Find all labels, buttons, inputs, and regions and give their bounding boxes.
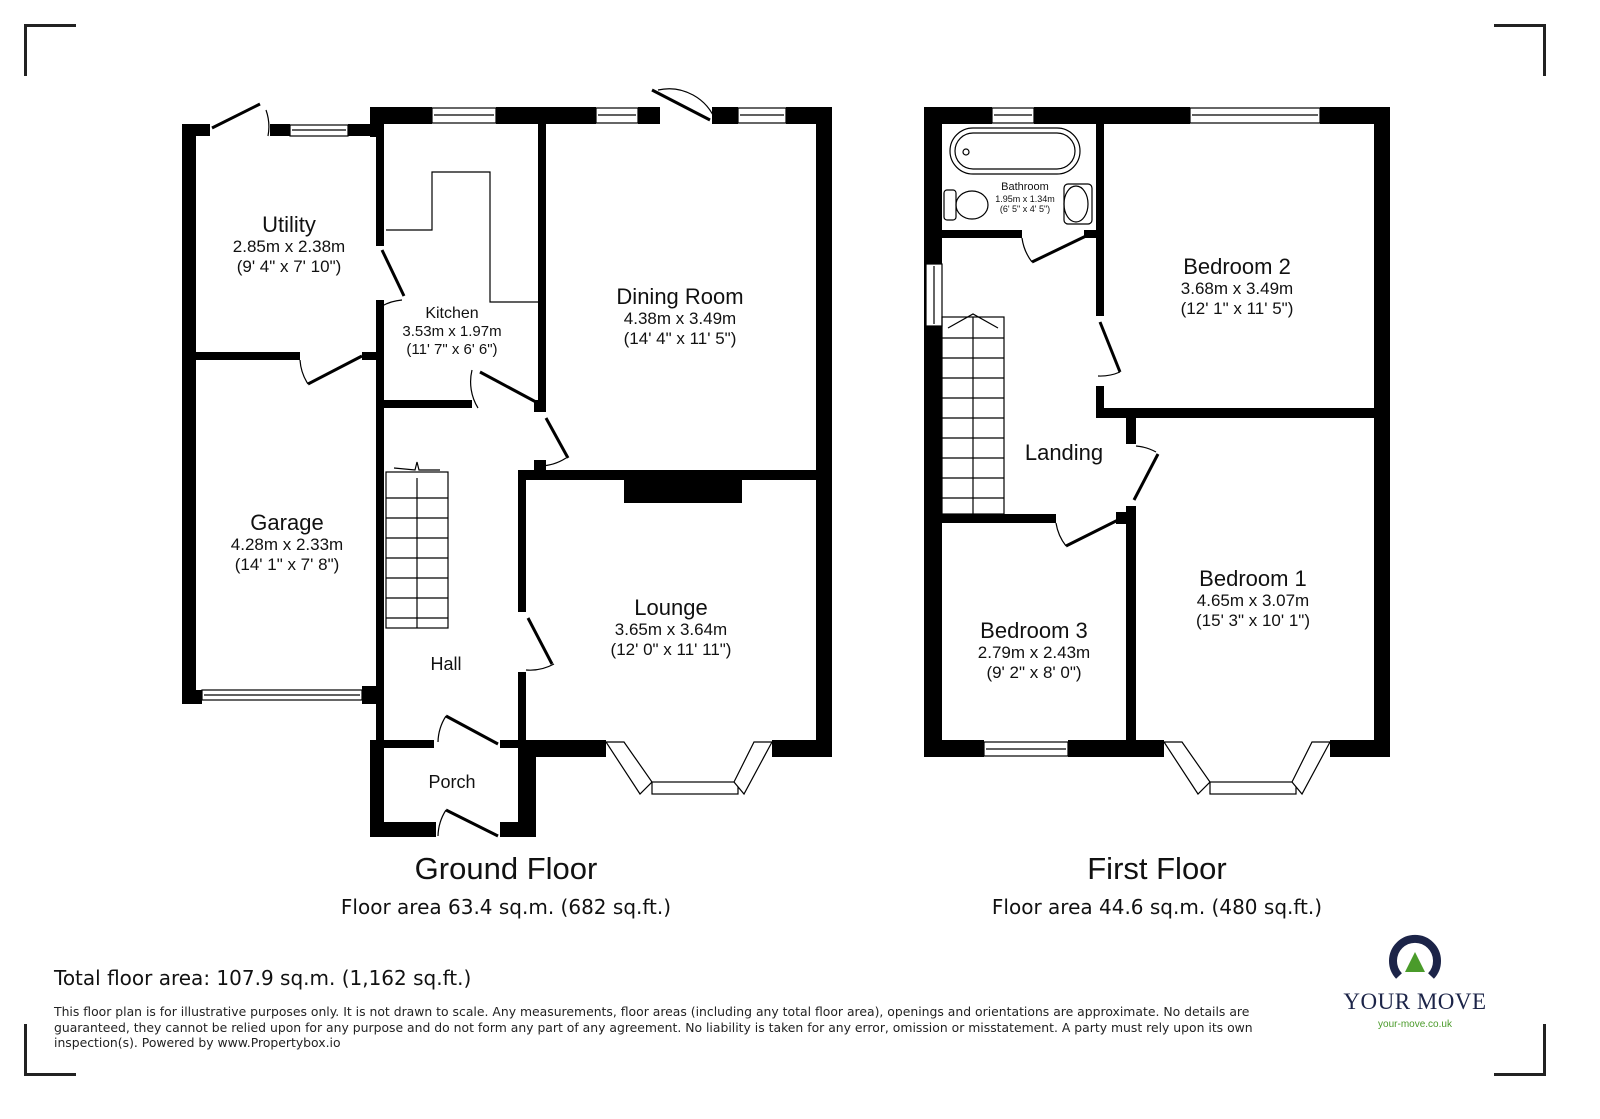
- room-label-landing: Landing: [1025, 440, 1103, 465]
- room-label-bathroom: Bathroom 1.95m x 1.34m (6' 5" x 4' 5"): [995, 181, 1055, 214]
- ground-floor-title: Ground Floor: [414, 851, 598, 886]
- brand-logo: YOUR MOVE your-move.co.uk: [1340, 930, 1490, 1030]
- room-name: Lounge: [634, 595, 708, 620]
- room-label-garage: Garage 4.28m x 2.33m (14' 1" x 7' 8"): [231, 510, 343, 574]
- first-floor-fixtures: [925, 107, 1332, 796]
- room-name: Bathroom: [1001, 181, 1049, 193]
- room-label-bedroom-1: Bedroom 1 4.65m x 3.07m (15' 3" x 10' 1"…: [1196, 566, 1310, 630]
- room-dimensions-metric: 3.68m x 3.49m: [1180, 279, 1294, 299]
- room-label-utility: Utility 2.85m x 2.38m (9' 4" x 7' 10"): [233, 212, 345, 276]
- room-dimensions-imperial: (11' 7" x 6' 6"): [406, 340, 498, 358]
- room-label-kitchen: Kitchen 3.53m x 1.97m (11' 7" x 6' 6"): [402, 305, 501, 358]
- ground-floor-walls: [182, 107, 832, 837]
- crop-mark-top-left: [24, 24, 27, 76]
- room-dimensions-imperial: (12' 0" x 11' 11"): [610, 639, 732, 659]
- room-name: Garage: [250, 510, 324, 535]
- room-dimensions-imperial: (9' 4" x 7' 10"): [236, 256, 342, 276]
- crop-mark-top-right: [1494, 24, 1546, 27]
- room-label-porch: Porch: [428, 772, 475, 793]
- room-dimensions-metric: 3.65m x 3.64m: [614, 620, 728, 640]
- total-floor-area: Total floor area: 107.9 sq.m. (1,162 sq.…: [54, 966, 472, 990]
- room-name: Bedroom 1: [1199, 566, 1307, 591]
- room-dimensions-metric: 2.85m x 2.38m: [232, 237, 346, 257]
- crop-mark-bottom-left: [24, 1073, 76, 1076]
- ground-floor-area: Floor area 63.4 sq.m. (682 sq.ft.): [340, 895, 672, 919]
- room-label-hall: Hall: [430, 654, 461, 675]
- first-floor-title: First Floor: [1087, 851, 1227, 886]
- room-name: Dining Room: [616, 284, 744, 309]
- room-name: Kitchen: [425, 305, 479, 322]
- room-label-dining-room: Dining Room 4.38m x 3.49m (14' 4" x 11' …: [616, 284, 743, 348]
- crop-mark-bottom-right: [1543, 1024, 1546, 1076]
- room-name: Hall: [430, 654, 462, 674]
- room-dimensions-metric: 3.53m x 1.97m: [402, 323, 502, 341]
- horseshoe-arrow-logo-icon: [1389, 934, 1441, 979]
- crop-mark-top-left: [24, 24, 76, 27]
- room-dimensions-metric: 1.95m x 1.34m: [995, 193, 1055, 204]
- first-floor-doors: [1031, 234, 1160, 548]
- room-dimensions-metric: 4.28m x 2.33m: [230, 535, 344, 555]
- room-dimensions-imperial: (14' 1" x 7' 8"): [234, 554, 340, 574]
- room-dimensions-imperial: (6' 5" x 4' 5"): [999, 203, 1051, 214]
- brand-url-link[interactable]: your-move.co.uk: [1378, 1019, 1452, 1030]
- room-name: Bedroom 2: [1183, 254, 1291, 279]
- room-dimensions-imperial: (9' 2" x 8' 0"): [986, 662, 1082, 682]
- room-name: Bedroom 3: [980, 618, 1088, 643]
- room-dimensions-imperial: (14' 4" x 11' 5"): [623, 328, 737, 348]
- brand-name: YOUR MOVE: [1343, 989, 1487, 1014]
- room-label-bedroom-3: Bedroom 3 2.79m x 2.43m (9' 2" x 8' 0"): [978, 618, 1090, 682]
- room-dimensions-imperial: (15' 3" x 10' 1"): [1195, 610, 1311, 630]
- room-label-bedroom-2: Bedroom 2 3.68m x 3.49m (12' 1" x 11' 5"…: [1181, 254, 1294, 318]
- ground-floor-doors: [211, 88, 711, 838]
- crop-mark-bottom-right: [1494, 1073, 1546, 1076]
- ground-floor-fixtures: [201, 88, 787, 837]
- room-name: Porch: [428, 772, 476, 792]
- room-dimensions-metric: 4.65m x 3.07m: [1196, 591, 1310, 611]
- room-label-lounge: Lounge 3.65m x 3.64m (12' 0" x 11' 11"): [611, 595, 732, 659]
- crop-mark-bottom-left: [24, 1024, 27, 1076]
- room-name: Utility: [262, 212, 316, 237]
- room-dimensions-imperial: (12' 1" x 11' 5"): [1180, 298, 1294, 318]
- crop-mark-top-right: [1543, 24, 1546, 76]
- room-dimensions-metric: 4.38m x 3.49m: [623, 309, 737, 329]
- disclaimer-text: This floor plan is for illustrative purp…: [54, 1004, 1253, 1050]
- room-dimensions-metric: 2.79m x 2.43m: [977, 643, 1091, 663]
- room-name: Landing: [1024, 440, 1104, 465]
- first-floor-area: Floor area 44.6 sq.m. (480 sq.ft.): [991, 895, 1323, 919]
